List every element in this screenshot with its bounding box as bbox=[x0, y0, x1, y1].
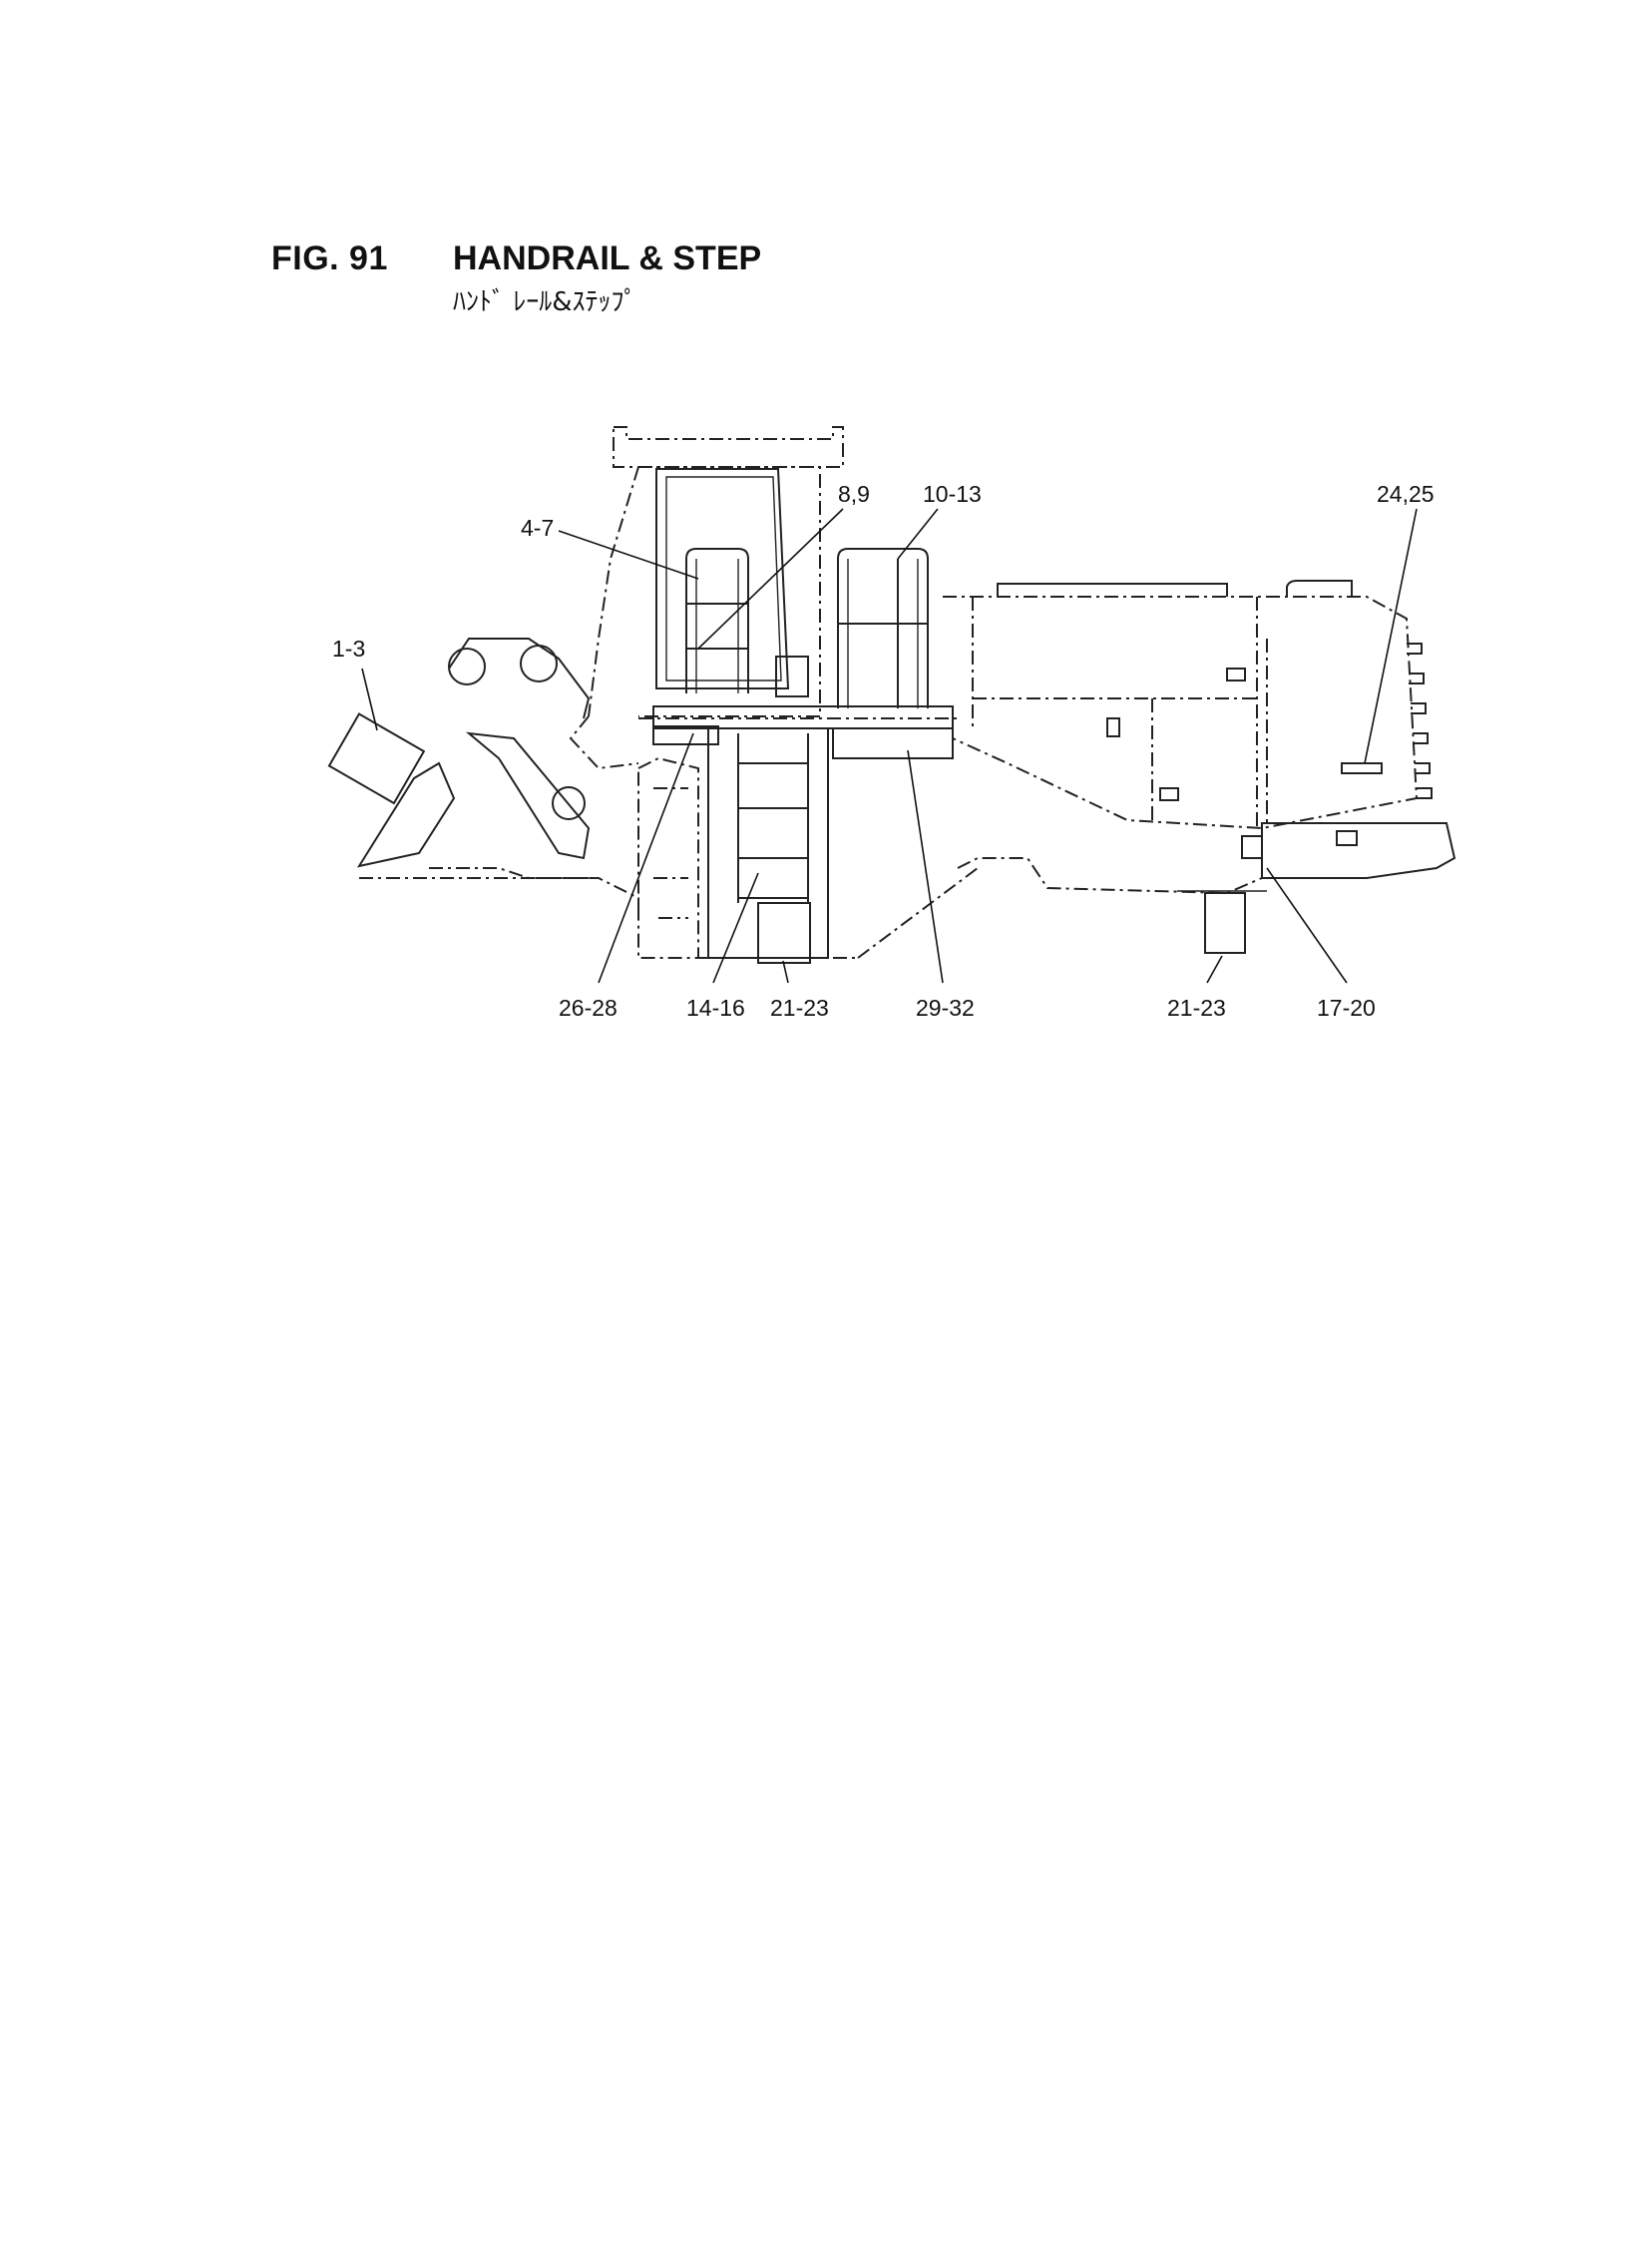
callout-24-25: 24,25 bbox=[1377, 481, 1435, 507]
handrail-4-7 bbox=[685, 548, 749, 693]
callout-8-9: 8,9 bbox=[838, 481, 870, 507]
step-24-25 bbox=[1341, 762, 1383, 774]
rear-frame bbox=[957, 857, 1263, 895]
grille-fins bbox=[1407, 643, 1433, 799]
hood-top-rail bbox=[997, 583, 1228, 597]
pin-upper-right bbox=[520, 645, 558, 682]
hood-badge-2 bbox=[1106, 717, 1120, 737]
rear-step-21-23 bbox=[1204, 892, 1246, 954]
figure-number: FIG. 91 bbox=[271, 239, 388, 277]
pin-upper-left bbox=[448, 648, 486, 685]
figure-title: HANDRAIL & STEP bbox=[453, 239, 762, 277]
callout-1-3: 1-3 bbox=[332, 636, 365, 662]
bucket-arm bbox=[465, 731, 591, 860]
step-26-28 bbox=[652, 725, 719, 745]
cab-roof bbox=[613, 426, 844, 468]
step-1-3 bbox=[327, 712, 426, 805]
cab-body bbox=[638, 466, 821, 717]
rear-step bbox=[1241, 835, 1263, 859]
cab-front bbox=[588, 466, 639, 717]
hood-badge-1 bbox=[1226, 668, 1246, 681]
leader-lines bbox=[361, 508, 1418, 984]
counterweight-badge bbox=[1336, 830, 1358, 846]
loader-arm bbox=[448, 638, 591, 719]
rear-frame-bottom bbox=[857, 867, 979, 959]
callout-26-28: 26-28 bbox=[559, 995, 618, 1021]
hood-rail-right bbox=[1286, 580, 1353, 597]
cab-box bbox=[775, 656, 809, 697]
front-tire bbox=[637, 756, 699, 959]
front-frame-lower bbox=[429, 867, 639, 923]
bucket bbox=[356, 761, 456, 868]
ladder-14-16 bbox=[707, 728, 829, 959]
callout-14-16: 14-16 bbox=[686, 995, 745, 1021]
callout-4-7: 4-7 bbox=[521, 515, 554, 541]
callout-21-23-rear: 21-23 bbox=[1167, 995, 1226, 1021]
cab-window bbox=[655, 468, 790, 689]
callout-21-23-front: 21-23 bbox=[770, 995, 829, 1021]
platform-deck-lower bbox=[832, 727, 954, 759]
lower-step-21-23 bbox=[757, 902, 811, 964]
engine-hood bbox=[943, 596, 1419, 830]
front-frame bbox=[569, 715, 639, 770]
hood-badge-3 bbox=[1159, 787, 1179, 801]
handrail-10-13 bbox=[837, 548, 929, 708]
callout-29-32: 29-32 bbox=[916, 995, 975, 1021]
pin-lower bbox=[552, 786, 586, 820]
figure-subtitle: ﾊﾝﾄﾞ ﾚｰﾙ&ｽﾃｯﾌﾟ bbox=[453, 287, 637, 317]
platform-deck bbox=[652, 705, 954, 729]
cab-window-inner bbox=[665, 476, 782, 681]
callout-17-20: 17-20 bbox=[1317, 995, 1376, 1021]
counterweight bbox=[1261, 822, 1456, 879]
callout-10-13: 10-13 bbox=[923, 481, 982, 507]
